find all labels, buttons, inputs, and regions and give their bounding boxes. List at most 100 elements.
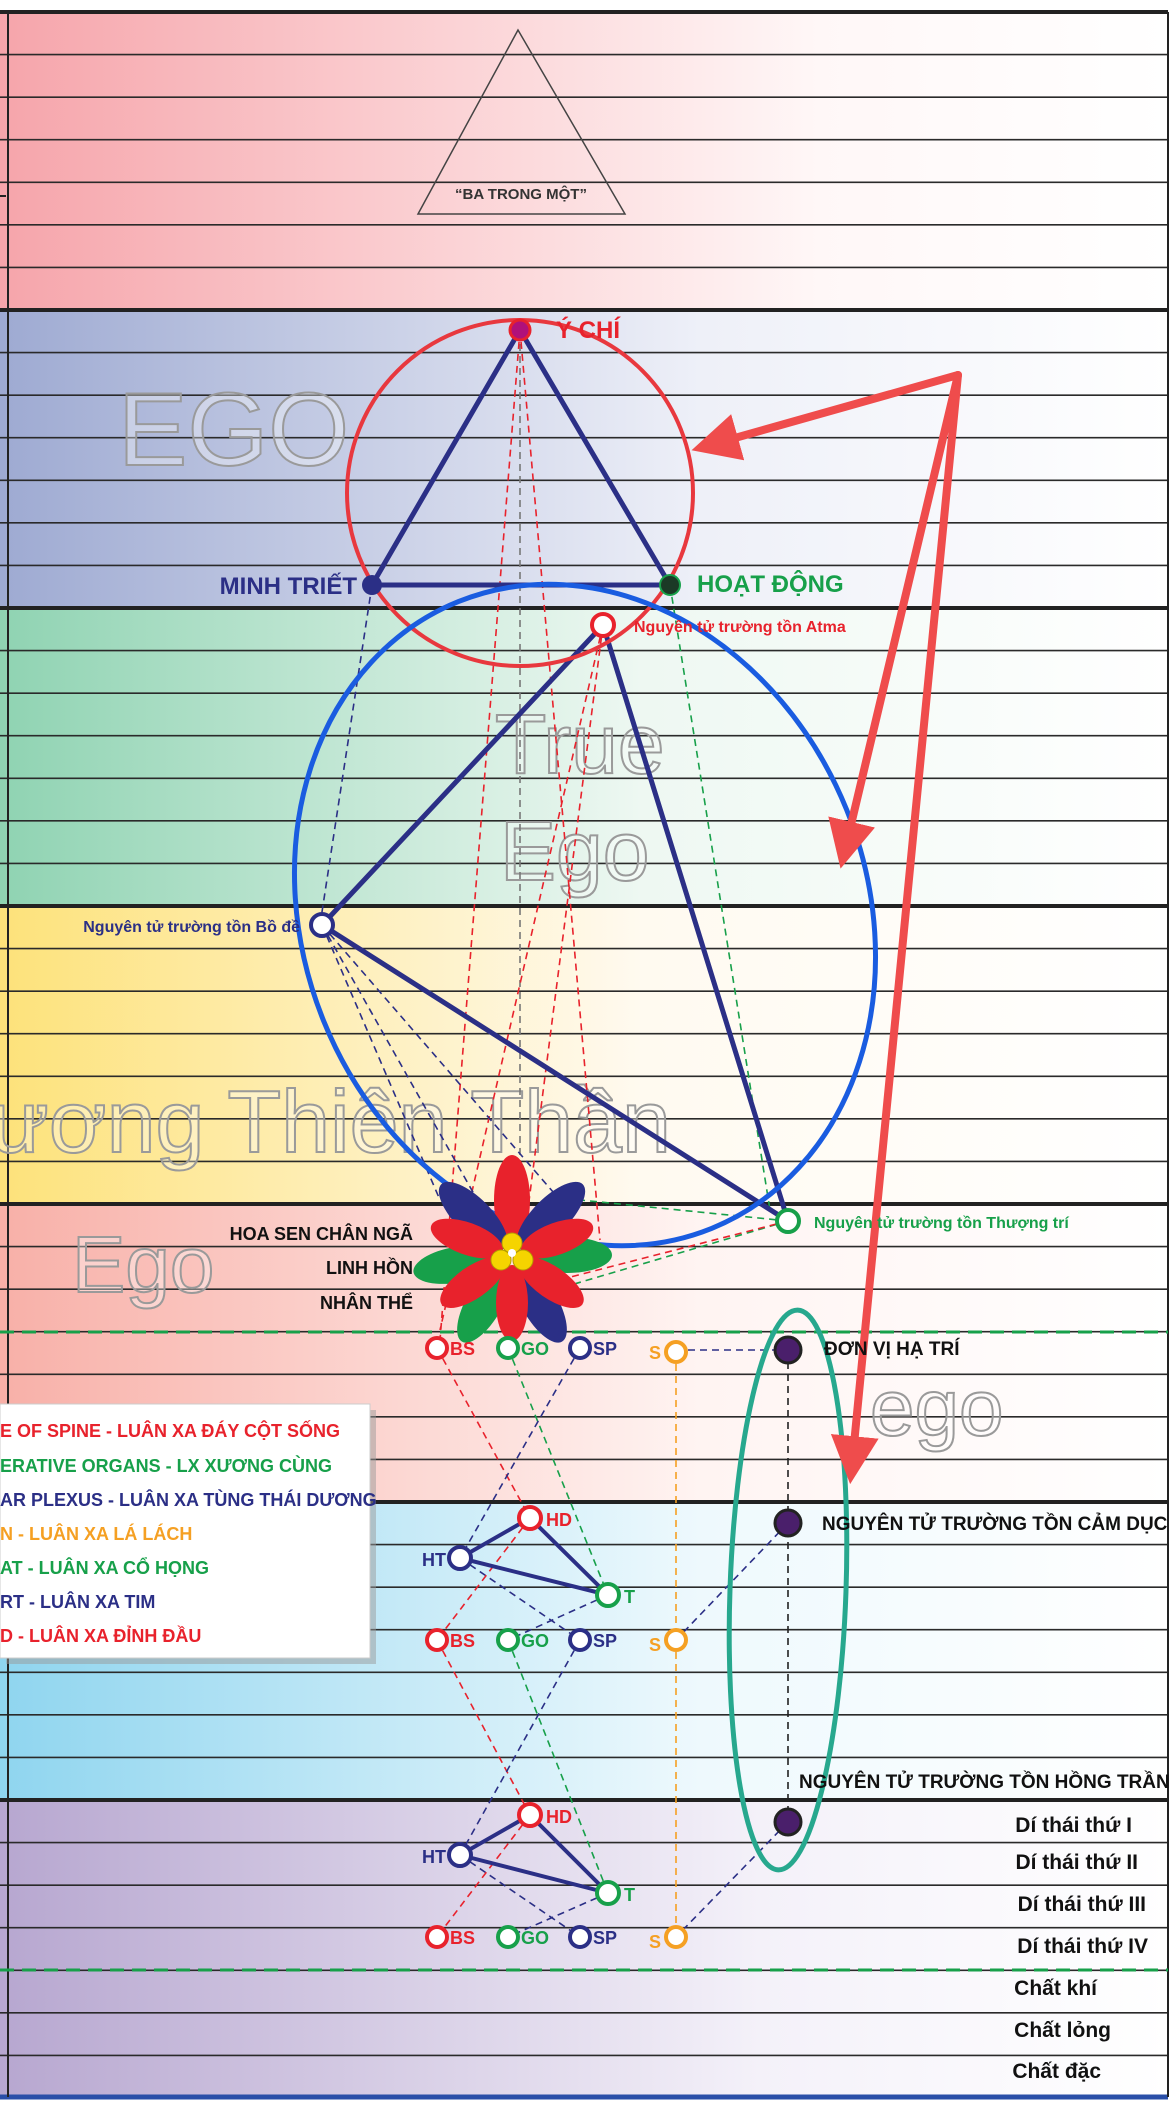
astral-triangle: [458, 1516, 610, 1597]
chakra-t-physical: [595, 1880, 621, 1906]
dash-go1-t1: [507, 1347, 609, 1596]
label-t-physical: T: [624, 1885, 635, 1905]
label-go-mental: GO: [521, 1339, 549, 1359]
label-sp-astral: SP: [593, 1631, 617, 1651]
label-go-physical: GO: [521, 1928, 549, 1948]
watermark-angel: ương Thiên Thần: [0, 1072, 671, 1171]
watermark-ego-true: Ego: [500, 804, 649, 898]
dash-camduc-s2: [675, 1522, 789, 1641]
label-go-astral: GO: [521, 1631, 549, 1651]
label-lotus-line3: NHÂN THỂ: [320, 1292, 413, 1313]
wisdom-node: [362, 575, 382, 595]
legend-item-throat: AT - LUÂN XA CỔ HỌNG: [0, 1557, 209, 1578]
watermark-ego-upper: EGO: [118, 372, 349, 488]
atma-node: [590, 612, 616, 638]
arrow-to-lower-ego: [830, 371, 962, 1485]
label-thuongtri: Nguyên tử trường tồn Thượng trí: [814, 1215, 1069, 1232]
will-node: [508, 318, 532, 342]
camduc-node: [773, 1508, 803, 1538]
plane-band-physical: [0, 1800, 1168, 2098]
chakra-ht-physical: [447, 1842, 473, 1868]
arrow-to-monad: [691, 371, 962, 461]
dash-wisdom-bode: [319, 584, 373, 926]
legend-item-generative-organs: ERATIVE ORGANS - LX XƯƠNG CÙNG: [0, 1455, 332, 1476]
dash-ht2-sp3: [459, 1854, 581, 1938]
chakra-sp-mental: [568, 1336, 592, 1360]
activity-node: [659, 574, 681, 596]
chakra-go-physical: [496, 1925, 520, 1949]
dash-thuongtri-lotus-2: [579, 1199, 789, 1222]
subplane-etheric-3: Dí thái thứ III: [1018, 1893, 1146, 1916]
true-ego-ellipse: [291, 581, 879, 1249]
subplane-gas: Chất khí: [1014, 1977, 1098, 2000]
chakra-hd-astral: [517, 1505, 543, 1531]
dash-t1-go2: [507, 1594, 609, 1641]
label-activity: HOẠT ĐỘNG: [697, 570, 844, 598]
dash-bode-lotus-2: [321, 924, 561, 1201]
dash-bode-lotus-3: [321, 924, 441, 1201]
label-will: Ý CHÍ: [556, 316, 621, 344]
dash-bs1-hd1: [436, 1347, 531, 1519]
chakra-go-mental: [496, 1336, 520, 1360]
chakra-bs-physical: [425, 1925, 449, 1949]
dash-sp1-ht1: [459, 1347, 581, 1559]
label-hongtran: NGUYÊN TỬ TRƯỜNG TỒN HỒNG TRẦN: [799, 1771, 1170, 1793]
chakra-sp-physical: [568, 1925, 592, 1949]
label-ht-astral: HT: [422, 1550, 446, 1570]
dash-hd1-bs2: [436, 1517, 531, 1641]
plane-band-monadic: [0, 310, 1168, 608]
plane-band-atmic: [0, 608, 1168, 906]
label-sp-physical: SP: [593, 1928, 617, 1948]
dash-will-lotus-2: [519, 329, 601, 1241]
lotus-icon: [413, 1155, 612, 1343]
thuongtri-node: [775, 1208, 801, 1234]
chakra-ht-astral: [447, 1545, 473, 1571]
watermark-ego-lower: ego: [870, 1363, 1003, 1452]
label-bs-physical: BS: [450, 1928, 475, 1948]
label-lotus-line1: HOA SEN CHÂN NGÃ: [230, 1223, 413, 1244]
label-lotus-line2: LINH HỒN: [326, 1257, 413, 1278]
dash-sp2-ht2: [459, 1639, 581, 1856]
chakra-go-astral: [496, 1628, 520, 1652]
chakra-s-physical: [664, 1925, 688, 1949]
hatri-node: [773, 1335, 803, 1365]
dash-hongtran-s3: [675, 1821, 789, 1938]
label-sp-mental: SP: [593, 1339, 617, 1359]
triad-triangle: [416, 28, 627, 215]
subplane-etheric-4: Dí thái thứ IV: [1017, 1935, 1148, 1958]
dash-bode-lotus-1: [321, 924, 501, 1241]
subplane-etheric-2: Dí thái thứ II: [1015, 1851, 1138, 1874]
physical-triangle: [458, 1813, 610, 1895]
label-wisdom: MINH TRIẾT: [220, 572, 358, 600]
triad-caption: “BA TRONG MỘT”: [455, 185, 587, 203]
label-s-physical: S: [649, 1932, 661, 1952]
label-s-mental: S: [649, 1343, 661, 1363]
plane-band-adi: [0, 12, 1168, 310]
legend-item-spleen: N - LUÂN XA LÁ LÁCH: [0, 1523, 192, 1544]
chakra-hd-physical: [517, 1802, 543, 1828]
label-bs-astral: BS: [450, 1631, 475, 1651]
legend-item-solar-plexus: AR PLEXUS - LUÂN XA TÙNG THÁI DƯƠNG: [0, 1489, 377, 1510]
bode-node: [309, 912, 335, 938]
chakra-s-mental: [664, 1340, 688, 1364]
label-bode: Nguyên tử trường tồn Bồ đề: [83, 919, 300, 936]
watermark-ego-lotus: Ego: [72, 1220, 214, 1309]
legend-item-heart: RT - LUÂN XA TIM: [0, 1591, 155, 1612]
subplane-etheric-1: Dí thái thứ I: [1015, 1814, 1132, 1837]
label-bs-mental: BS: [450, 1339, 475, 1359]
dash-ht1-sp2: [459, 1557, 581, 1641]
subplane-lines: [0, 53, 1168, 2057]
label-hd-physical: HD: [546, 1807, 572, 1827]
subplane-liquid: Chất lỏng: [1014, 2019, 1111, 2042]
dash-bs2-hd2: [436, 1639, 531, 1816]
label-camduc: NGUYÊN TỬ TRƯỜNG TỒN CẢM DỤC: [822, 1513, 1168, 1535]
label-hatri: ĐƠN VỊ HẠ TRÍ: [824, 1338, 960, 1360]
chakra-t-astral: [595, 1582, 621, 1608]
arrow-to-true-ego: [828, 371, 962, 869]
legend-item-head: D - LUÂN XA ĐỈNH ĐẦU: [0, 1625, 201, 1646]
chakra-bs-astral: [425, 1628, 449, 1652]
label-ht-physical: HT: [422, 1847, 446, 1867]
legend-item-base-of-spine: E OF SPINE - LUÂN XA ĐÁY CỘT SỐNG: [0, 1420, 340, 1441]
chakra-s-astral: [664, 1628, 688, 1652]
